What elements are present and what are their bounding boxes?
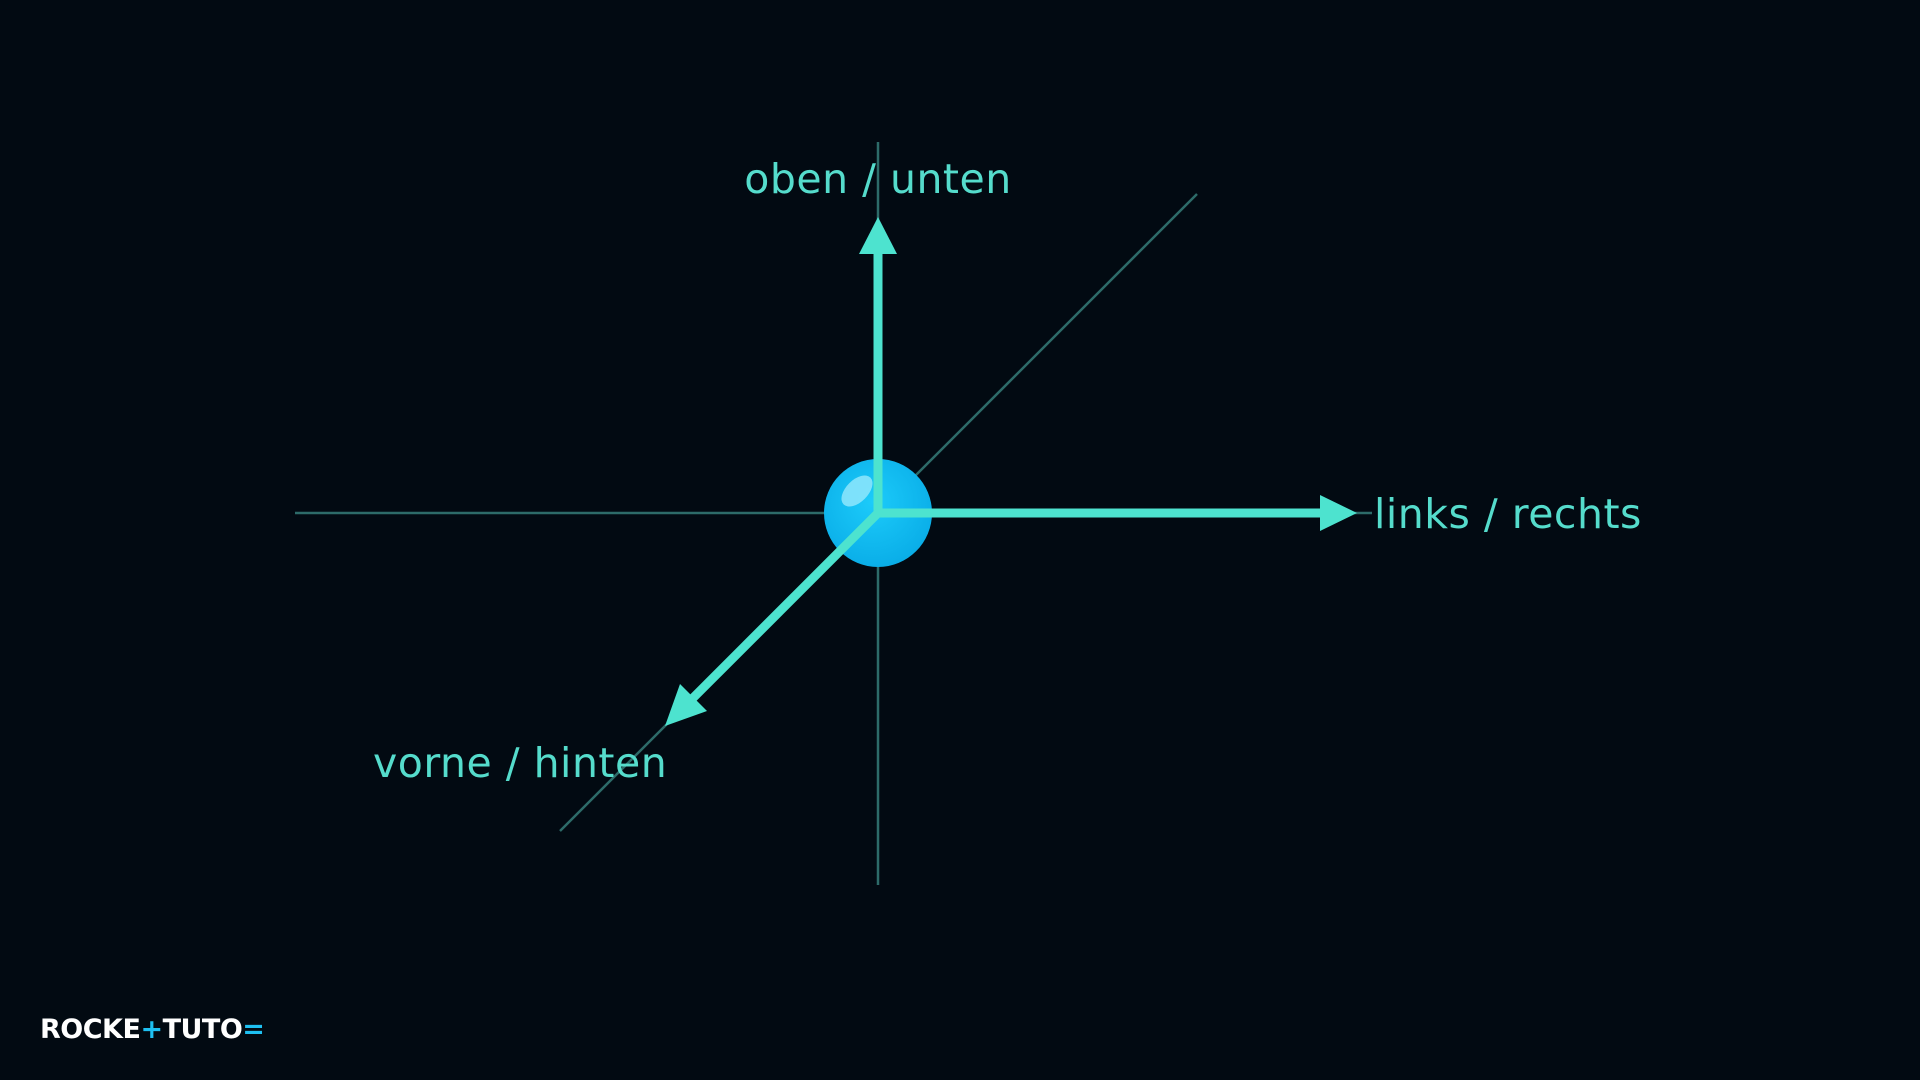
logo-plus-icon: + — [140, 1014, 162, 1045]
vertical-axis-label: oben / unten — [744, 155, 1011, 203]
logo-equals-icon: = — [242, 1014, 264, 1045]
logo-part-2: TUTO — [163, 1014, 243, 1045]
horizontal-axis-arrow — [873, 495, 1357, 531]
logo-part-1: ROCKE — [40, 1014, 140, 1045]
vertical-axis-arrow — [859, 217, 897, 518]
depth-axis-label: vorne / hinten — [373, 739, 667, 787]
rockettutor-logo: ROCKE+TUTO= — [40, 1014, 265, 1045]
depth-axis-arrow — [665, 508, 883, 726]
horizontal-axis-label: links / rechts — [1374, 490, 1642, 538]
svg-text:ROCKE+TUTO=: ROCKE+TUTO= — [40, 1014, 264, 1045]
